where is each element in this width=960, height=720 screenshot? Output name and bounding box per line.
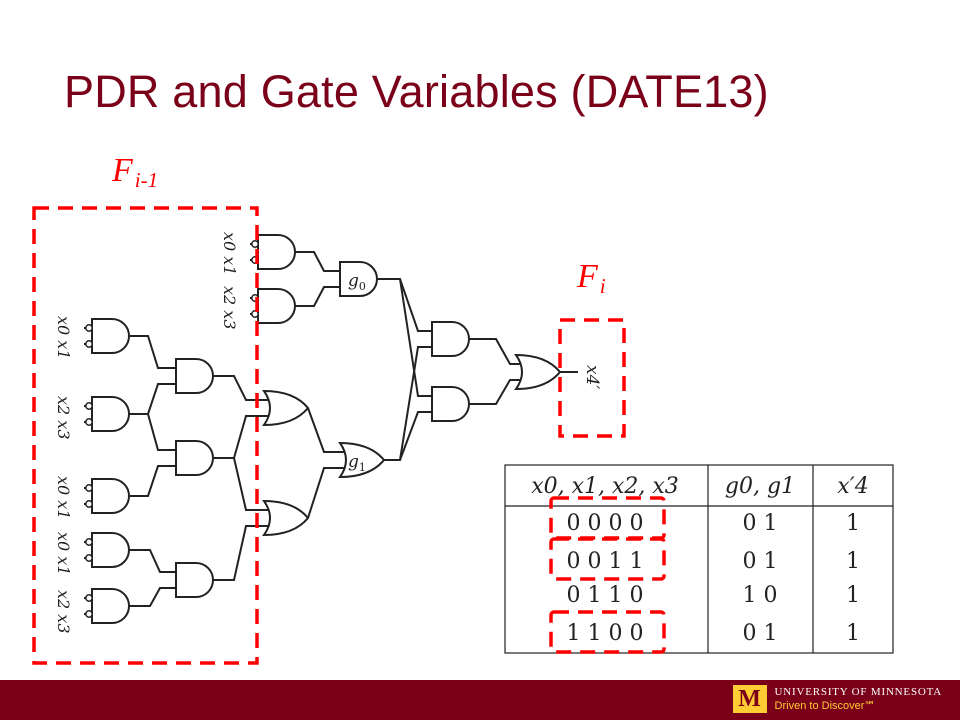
highlight-row-2 [549,537,666,581]
wire [307,407,346,453]
wire [384,346,432,461]
wire [126,383,176,415]
input-label: x0 x1 [54,532,73,576]
frame-curr-label: Fi [577,258,606,297]
frame-curr-sub: i [599,274,606,298]
wire [126,549,176,573]
and-gate [257,288,296,324]
university-logo: M UNIVERSITY OF MINNESOTA Driven to Disc… [732,685,942,713]
wire [292,251,340,272]
input-labels: x0 x1 x2 x3 x0 x1 x2 x3 x0 x1 x0 x1 x2 x3 [54,232,239,634]
wire [399,278,432,397]
inverter-bubble [85,324,93,332]
g0-label: g0 [348,271,366,293]
and-gate [91,396,130,432]
wire [210,415,270,459]
inverter-bubble [85,484,93,492]
slide-title: PDR and Gate Variables (DATE13) [64,66,769,117]
inverter-bubble [85,538,93,546]
inverter-bubble [251,240,259,248]
wire [399,411,432,461]
table-header-gates: g0, g1 [725,474,795,499]
g0-gate [339,261,378,297]
input-label: x0 x1 [220,232,239,276]
and-gate [431,386,470,422]
wire [126,335,176,369]
frame-prev-sub: i-1 [134,168,159,192]
wire [292,286,340,307]
inverter-bubble [85,594,93,602]
and-gate [91,478,130,514]
input-label: x0 x1 [54,316,73,360]
wire [466,338,522,365]
frame-prev-label: Fi-1 [112,152,158,191]
table-cell: 0 1 [743,511,778,536]
inverter-bubble [85,554,93,562]
table-cell: 0 1 [743,549,778,574]
inverter-bubble [85,500,93,508]
wire [126,465,176,497]
inverter-bubble [85,610,93,618]
inverter-bubble [85,402,93,410]
wire [126,587,176,607]
and-gate [175,358,214,394]
table-header-inputs: x0, x1, x2, x3 [531,474,679,499]
footer-bar: M UNIVERSITY OF MINNESOTA Driven to Disc… [0,680,960,720]
and-gate [175,562,214,598]
wire [210,375,270,401]
table-header-output: x′4 [837,474,868,499]
and-gate [91,532,130,568]
input-label: x2 x3 [54,396,73,440]
frame-curr-letter: F [577,258,598,295]
inverter-bubble [85,340,93,348]
or-gate [262,389,310,427]
g1-label: g1 [348,452,366,474]
highlight-row-4 [549,610,666,654]
wire [233,457,270,511]
table-cell: 1 [846,549,860,574]
table-cell: 0 1 [743,621,778,646]
and-gate [431,321,470,357]
circuit-wires [84,243,578,615]
circuit-gates [91,234,562,624]
block-m-logo: M [732,685,767,713]
wire [374,278,432,332]
table-cell: 0 0 1 1 [567,549,644,574]
table-cell: 1 [846,511,860,536]
and-gate [91,588,130,624]
input-label: x0 x1 [54,476,73,520]
wire [147,413,176,451]
input-label: x2 x3 [220,286,239,330]
frame-curr-box [558,318,626,438]
output-or-gate [514,353,562,391]
output-label: x4′ [582,365,602,389]
inverter-bubble [251,310,259,318]
wire [210,525,270,581]
table-cell: 0 1 1 0 [567,583,644,608]
frame-prev-box [32,206,259,665]
table-cell: 1 [846,583,860,608]
circuit-diagram: x0 x1 x2 x3 x0 x1 x2 x3 x0 x1 x0 x1 x2 x3 g0 g… [32,206,894,665]
g1-gate [338,441,386,479]
frame-prev-letter: F [112,152,133,189]
and-gate [175,440,214,476]
table-cell: 1 0 [743,583,778,608]
input-label: x2 x3 [54,590,73,634]
university-name: UNIVERSITY OF MINNESOTA [774,686,942,698]
and-gate [257,234,296,270]
university-tagline: Driven to Discover℠ [774,700,876,712]
table-cell: 1 1 0 0 [567,621,644,646]
and-gate [91,318,130,354]
inverter-bubble [85,418,93,426]
table-cell: 1 [846,621,860,646]
wire [307,467,346,519]
table-cell: 0 0 0 0 [567,511,644,536]
or-gate [262,499,310,537]
wire [466,379,522,405]
table-rows: 0 0 0 0 0 1 1 0 0 1 1 0 1 1 0 1 1 0 1 0 1 1 1 0 0… [567,511,860,646]
